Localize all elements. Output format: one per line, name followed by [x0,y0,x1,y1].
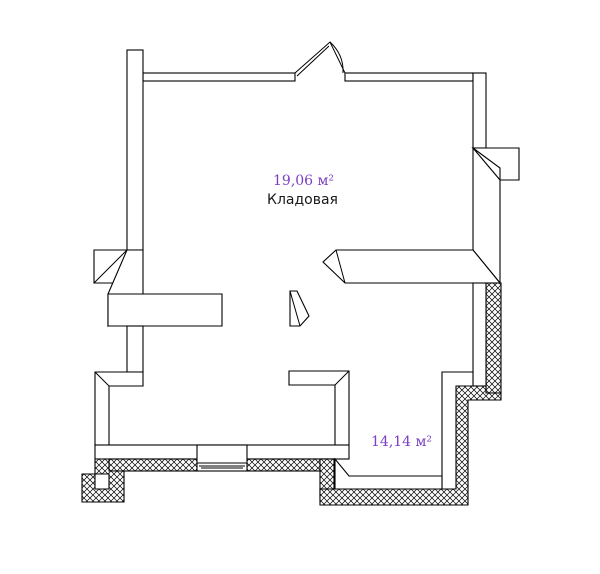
right-wall-lower [319,282,502,506]
room-area-storage: 19,06 м² [273,173,334,189]
top-wall-right [344,72,474,82]
inner-partition [288,370,350,446]
room-area-second: 14,14 м² [371,434,432,450]
room-name-value: Кладовая [267,192,338,208]
bottom-left-corner [81,458,125,503]
left-column [93,249,223,328]
window [196,444,248,472]
left-wall-lower [126,325,144,373]
middle-partition [322,249,502,284]
entrance-door [294,41,346,77]
room-area-value: 19,06 м² [273,173,335,189]
room-area-value: 14,14 м² [371,434,433,450]
center-column [289,290,310,327]
top-wall-left [142,72,296,82]
right-wall-upper [471,72,520,285]
left-wall-upper [126,49,144,251]
room-name-storage: Кладовая [267,192,338,208]
left-wall-bottom-block [94,371,144,446]
